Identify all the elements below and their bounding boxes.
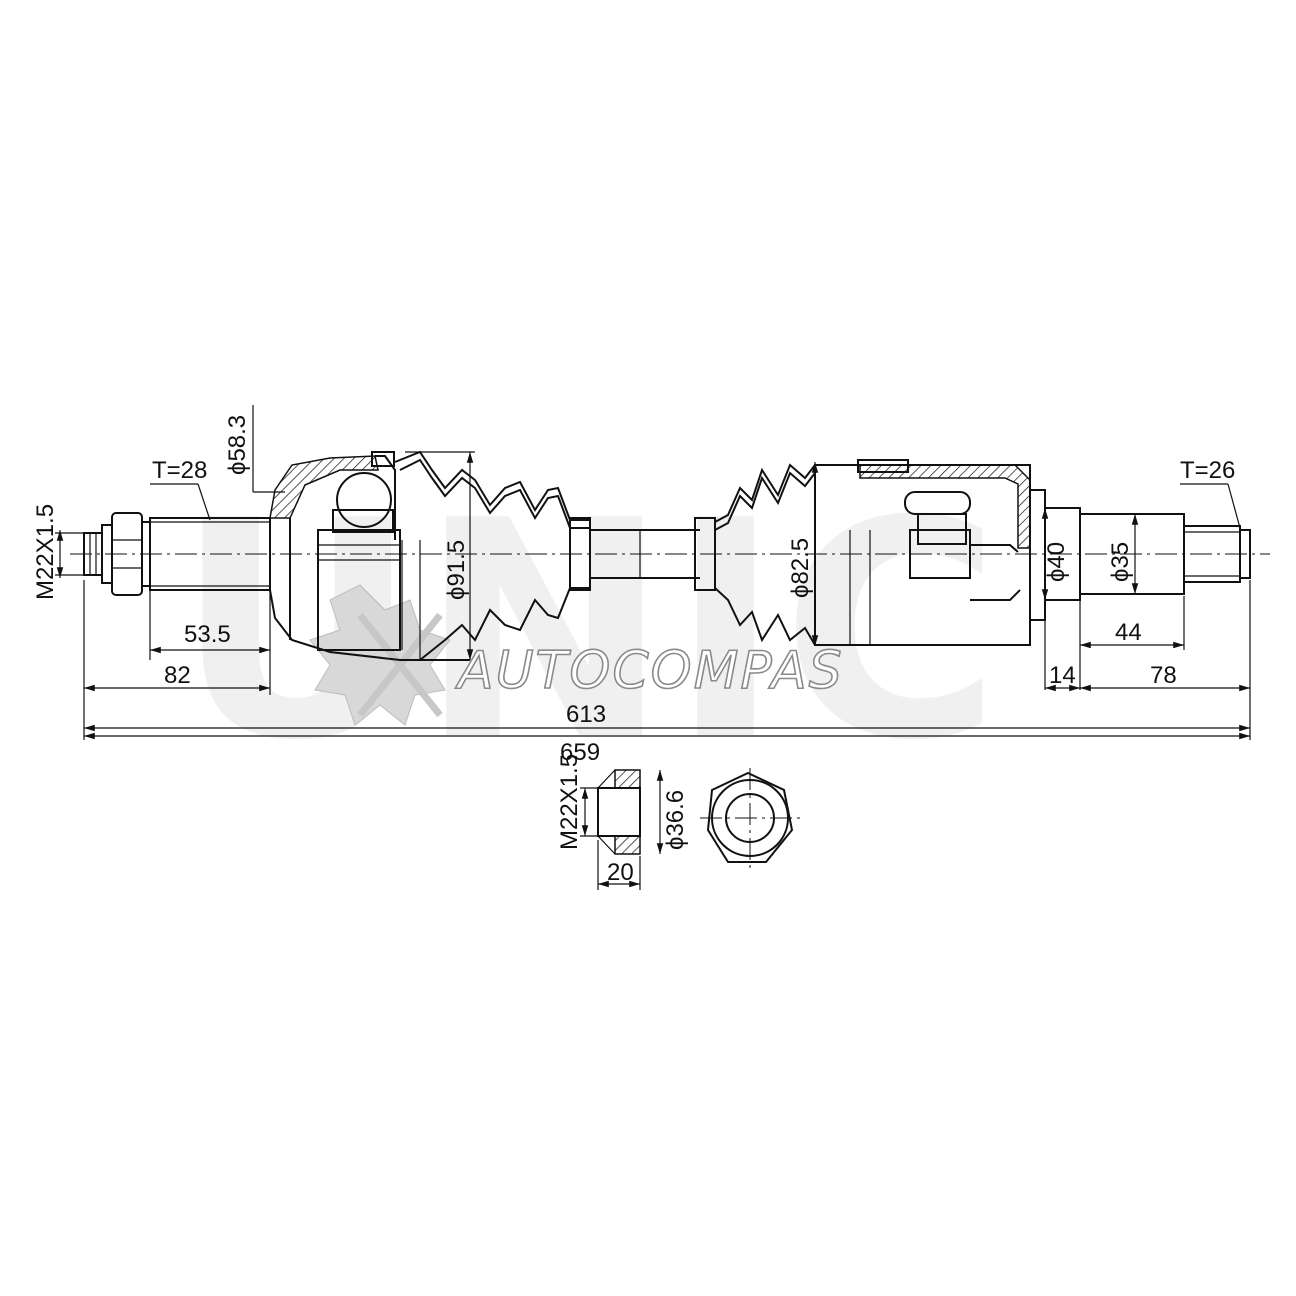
label-teeth-right: T=26 xyxy=(1180,457,1235,484)
outer-boot xyxy=(394,450,591,661)
label-len-659: 659 xyxy=(560,739,600,766)
watermark-emblem xyxy=(309,584,451,726)
boot-clamp-housing xyxy=(857,459,909,473)
nut-end-view xyxy=(700,768,800,868)
dimension-labels: M22X1.5 T=28 ϕ58.3 ϕ91.5 ϕ82.5 ϕ40 ϕ35 T… xyxy=(32,415,1235,766)
inner-joint-housing-section xyxy=(859,464,1031,549)
left-spline xyxy=(149,517,271,591)
left-stub xyxy=(83,512,271,596)
tripod-spider xyxy=(909,529,971,579)
label-len-82: 82 xyxy=(164,662,191,689)
label-len-44: 44 xyxy=(1115,619,1142,646)
central-shaft xyxy=(590,529,700,579)
inner-tripod-joint xyxy=(814,459,1081,646)
watermark-brand: AUTOCOMPAS xyxy=(455,641,844,701)
label-len-53-5: 53.5 xyxy=(184,621,231,648)
label-dia-58-3: ϕ58.3 xyxy=(224,415,251,475)
outer-joint-housing-section xyxy=(269,455,379,519)
label-len-78: 78 xyxy=(1150,662,1177,689)
label-thread-left: M22X1.5 xyxy=(32,504,59,600)
label-len-14: 14 xyxy=(1049,662,1076,689)
boot-clamp-outer xyxy=(371,451,395,467)
outer-cv-joint xyxy=(269,451,470,661)
label-nut-thread: M22X1.5 xyxy=(556,754,583,850)
inner-boot xyxy=(694,463,816,646)
label-len-613: 613 xyxy=(566,701,606,728)
label-dia-40: ϕ40 xyxy=(1043,542,1070,582)
label-nut-dia: ϕ36.6 xyxy=(662,790,689,850)
boot-clamp-inner-right xyxy=(694,517,716,591)
cv-ball xyxy=(336,472,392,528)
label-dia-91-5: ϕ91.5 xyxy=(443,540,470,600)
nut-hex-outline xyxy=(706,771,794,863)
watermark: UNIC AUTOCOMPAS xyxy=(175,457,1001,806)
label-dia-35: ϕ35 xyxy=(1107,542,1134,582)
label-dia-82-5: ϕ82.5 xyxy=(787,538,814,598)
boot-clamp-inner-left xyxy=(569,517,591,591)
dimension-lines xyxy=(55,405,1251,740)
watermark-logo: UNIC xyxy=(175,457,1001,806)
nut-detail: M22X1.5 ϕ36.6 20 xyxy=(556,754,689,890)
label-teeth-left: T=28 xyxy=(152,457,207,484)
label-nut-width: 20 xyxy=(607,859,634,886)
